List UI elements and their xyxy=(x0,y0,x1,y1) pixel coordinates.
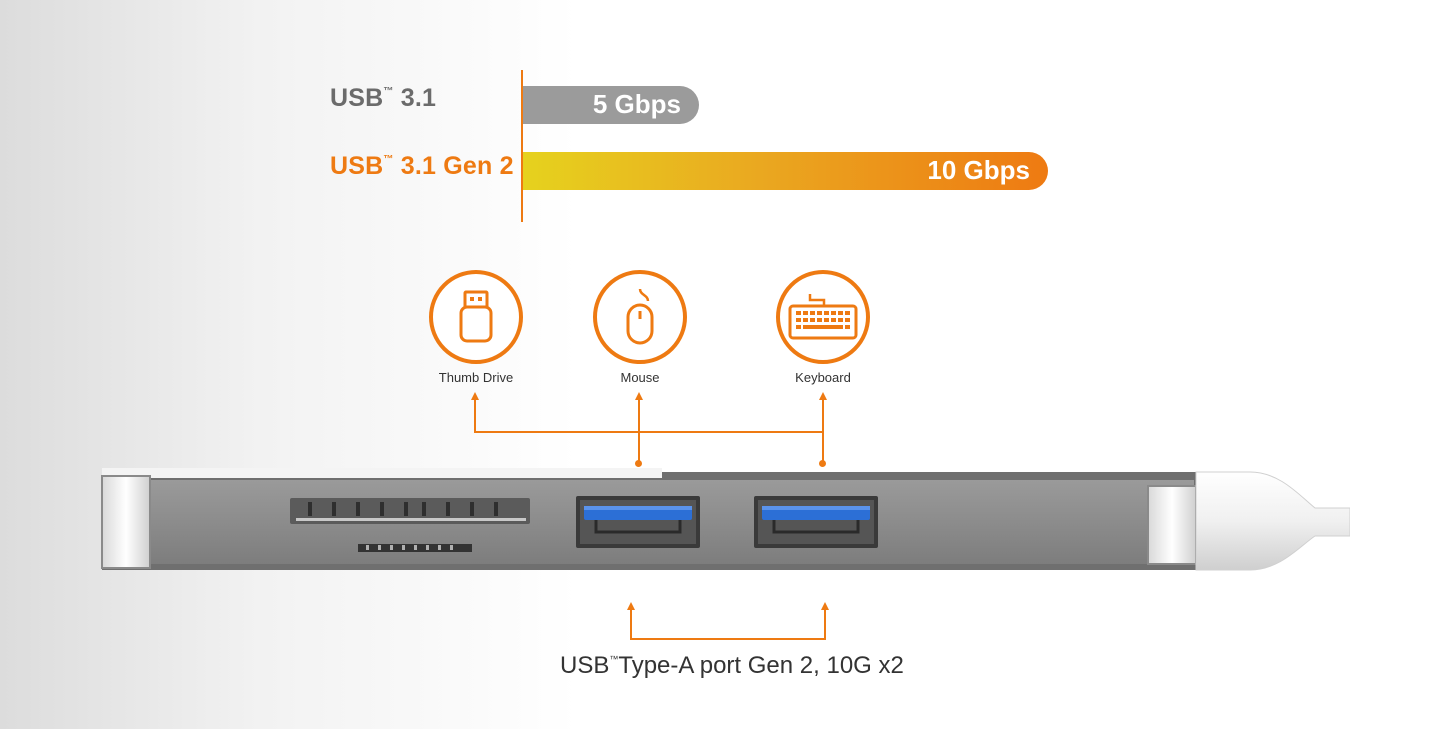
arrow-bottom-port1 xyxy=(627,602,635,610)
usb-hub-device xyxy=(101,468,1350,571)
speed-axis-line xyxy=(521,70,523,222)
keyboard-caption: Keyboard xyxy=(795,370,851,385)
mouse-circle xyxy=(593,270,687,364)
line-bottom-port2 xyxy=(824,608,826,640)
port-caption: USB™Type-A port Gen 2, 10G x2 xyxy=(560,652,904,679)
usb-drive-icon xyxy=(459,290,493,343)
device-thumb-drive: Thumb Drive xyxy=(426,270,526,385)
keyboard-icon xyxy=(788,294,858,340)
mouse-caption: Mouse xyxy=(620,370,660,385)
line-horizontal-top xyxy=(474,431,824,433)
speed-bar-usb31-gen2: 10 Gbps xyxy=(523,152,1048,190)
arrow-mouse xyxy=(635,392,643,400)
arrow-keyboard xyxy=(819,392,827,400)
device-mouse: Mouse xyxy=(590,270,690,385)
line-mouse xyxy=(638,398,640,462)
speed-value-usb31-gen2: 10 Gbps xyxy=(927,155,1030,185)
line-keyboard xyxy=(822,398,824,462)
usb31-gen2-label: USB™ 3.1 Gen 2 xyxy=(330,152,514,180)
line-bottom-horizontal xyxy=(630,638,826,640)
line-thumb-drive xyxy=(474,398,476,432)
keyboard-circle xyxy=(776,270,870,364)
usb-port-1 xyxy=(576,496,700,548)
device-keyboard: Keyboard xyxy=(773,270,873,385)
usb-port-2 xyxy=(754,496,878,548)
speed-bar-usb31: 5 Gbps xyxy=(523,86,699,124)
thumb-drive-circle xyxy=(429,270,523,364)
dot-port1 xyxy=(635,460,642,467)
mouse-icon xyxy=(626,288,654,345)
arrow-thumb-drive xyxy=(471,392,479,400)
speed-value-usb31: 5 Gbps xyxy=(592,89,681,119)
dot-port2 xyxy=(819,460,826,467)
line-bottom-port1 xyxy=(630,608,632,640)
thumb-drive-caption: Thumb Drive xyxy=(438,370,514,385)
usb31-label: USB™ 3.1 xyxy=(330,84,437,112)
arrow-bottom-port2 xyxy=(821,602,829,610)
